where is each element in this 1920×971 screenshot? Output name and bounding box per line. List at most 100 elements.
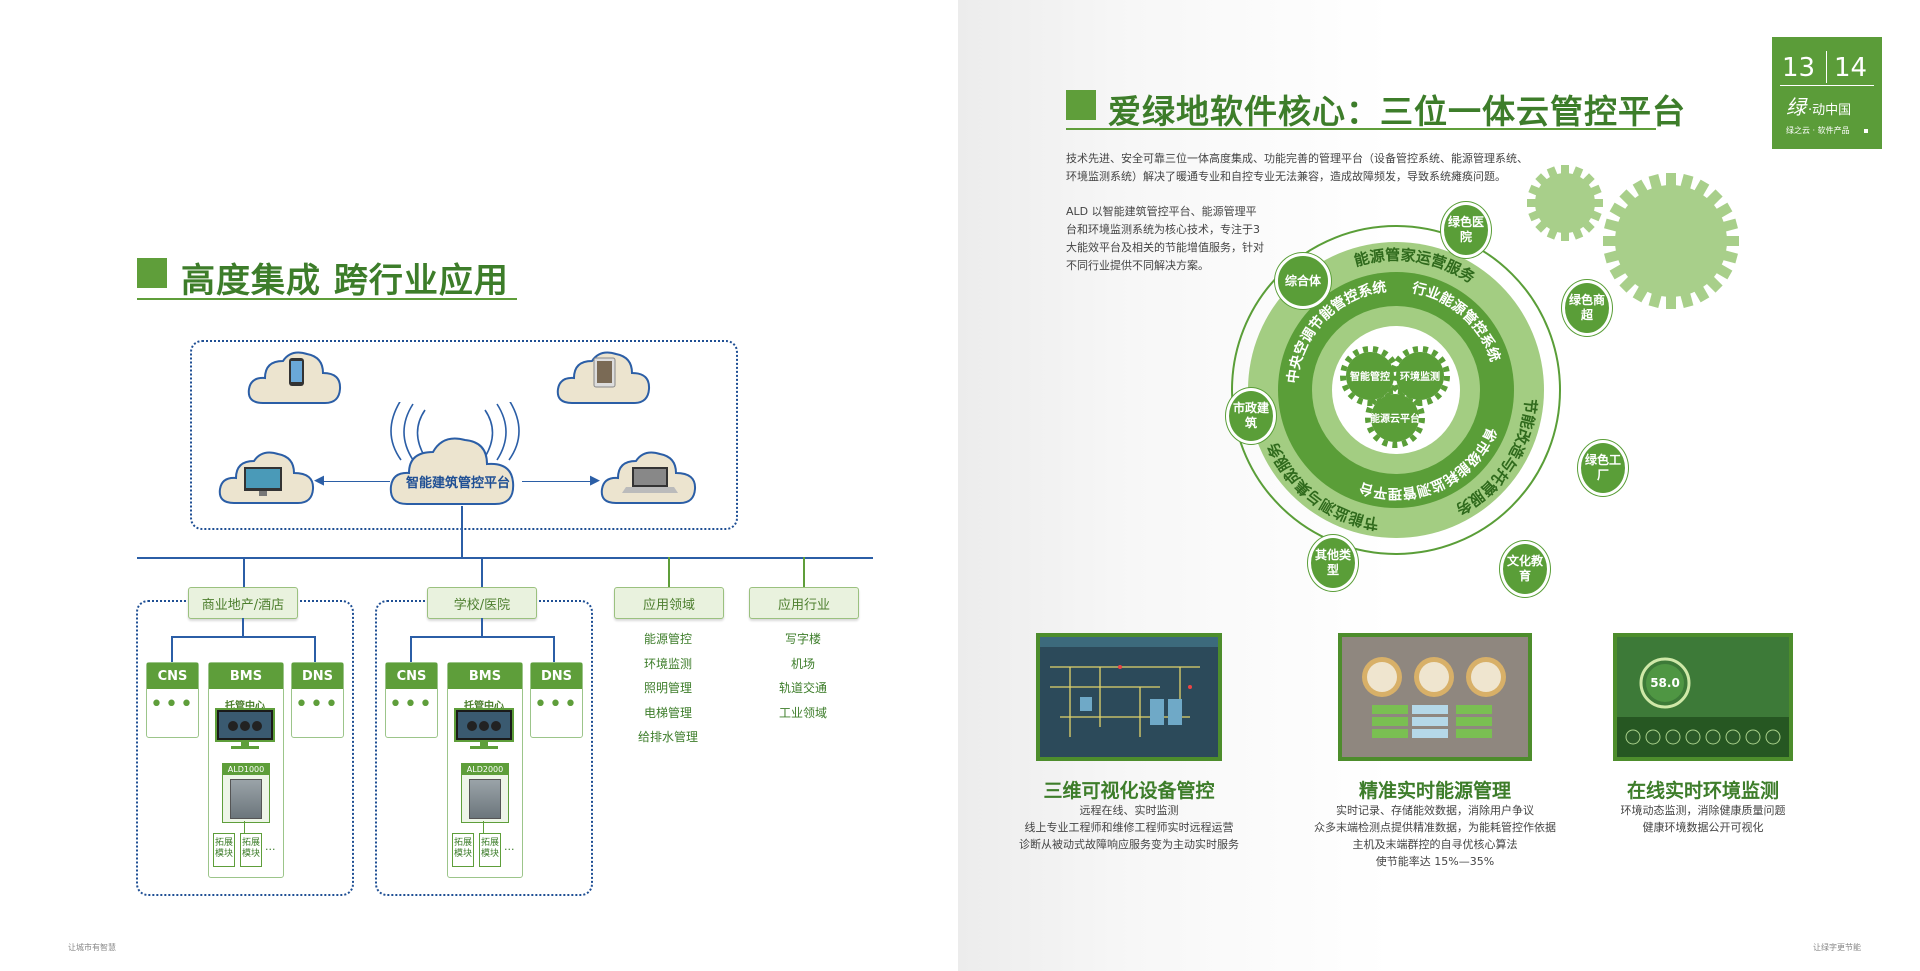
hvac-diagram-icon: [1040, 637, 1218, 737]
g1-stem: [242, 618, 244, 636]
group-commercial-label: 商业地产/酒店: [188, 587, 298, 619]
feature-2-title: 精准实时能源管理: [1358, 780, 1511, 802]
app-field-item: 能源管控: [643, 632, 692, 646]
platform-label: 智能建筑管控平台: [405, 476, 510, 491]
g2-stem: [481, 618, 483, 636]
app-field-item: 给排水管理: [637, 730, 698, 744]
energy-room-icon: [1342, 637, 1528, 757]
app-field-label: 应用领域: [614, 587, 724, 619]
feature-3-line: 健康环境数据公开可视化: [1642, 821, 1764, 834]
ring-node-factory: 绿色工厂: [1578, 440, 1628, 496]
decor-gear-large-icon: [1601, 171, 1741, 311]
ring-node-other: 其他类型: [1308, 535, 1358, 591]
g1-dns-label: DNS: [292, 663, 343, 689]
bus-line: [137, 557, 873, 559]
feature-3-desc: 环境动态监测，消除健康质量问题 健康环境数据公开可视化: [1598, 802, 1808, 836]
feature-2-desc: 实时记录、存储能效数据，消除用户争议 众多末端检测点提供精准数据，为能耗管控作依…: [1288, 802, 1582, 870]
badge-brand: 绿: [1786, 95, 1806, 119]
g2-module-1: 拓展模块: [452, 833, 474, 867]
ring-node-education: 文化教育: [1500, 541, 1550, 597]
right-footer: 让绿字更节能: [1813, 943, 1861, 952]
drop-2: [481, 557, 483, 587]
feature-1-desc: 远程在线、实时监测 线上专业工程师和维修工程师实时远程运营 诊断从被动式故障响应…: [1000, 802, 1258, 853]
g1-dns-dots: •••: [295, 692, 340, 717]
title-marker: [1066, 90, 1096, 120]
app-industry-list: 写字楼 机场 轨道交通 工业领域: [749, 627, 857, 725]
gear-label-2: 环境监测: [1400, 370, 1440, 383]
g1-module-2: 拓展模块: [240, 833, 262, 867]
ring-node-hospital: 绿色医院: [1441, 202, 1491, 258]
app-industry-item: 轨道交通: [778, 681, 827, 695]
g1-center-label: 托管中心: [225, 701, 265, 712]
g1-cns-label: CNS: [147, 663, 198, 689]
feature-3-title: 在线实时环境监测: [1626, 780, 1779, 802]
app-field-item: 照明管理: [643, 681, 692, 695]
badge-title: ·动中国: [1808, 103, 1852, 118]
g1-branch: [171, 636, 315, 638]
page-number-right: 14: [1834, 53, 1868, 83]
gear-label-1: 智能管控: [1350, 370, 1390, 383]
page-number-divider: [1826, 51, 1827, 83]
cloud-laptop: [600, 451, 697, 504]
app-field-item: 电梯管理: [643, 705, 692, 720]
right-page: 13 14 绿 ·动中国 绿之云 · 软件产品 爱绿地软件核心：三位一体云管控平…: [958, 0, 1920, 971]
g2-dns-card: DNS •••: [530, 662, 583, 738]
badge-sub: 绿之云 · 软件产品: [1786, 126, 1850, 135]
desc-paragraph: ALD 以智能建筑管控平台、能源管理平台和环境监测系统为核心技术，专注于3大能效…: [1066, 205, 1264, 272]
g1-bms-label: BMS: [209, 663, 283, 689]
feature-2-line: 使节能率达 15%—35%: [1375, 855, 1495, 868]
arrow-left-line: [322, 481, 390, 482]
left-page: 高度集成 跨行业应用 智能建筑管控平台 ◀ ▶: [0, 0, 958, 971]
arrow-right-line: [522, 481, 592, 482]
group-school-label: 学校/医院: [427, 587, 537, 619]
g2-dns-dots: •••: [534, 692, 579, 717]
env-monitor-icon: 58.0: [1617, 637, 1789, 757]
feature-1-line: 远程在线、实时监测: [1079, 804, 1179, 817]
badge-square-icon: [1864, 129, 1868, 133]
feature-2-line: 主机及末端群控的自寻优核心算法: [1352, 838, 1518, 851]
drop-3: [668, 557, 670, 587]
g2-device-label: ALD2000: [462, 764, 508, 775]
g2-b3: [553, 636, 555, 662]
left-footer: 让城市有智慧: [68, 943, 116, 952]
cloud-tablet: [556, 351, 651, 404]
g1-cns-card: CNS •••: [146, 662, 199, 738]
g2-cns-label: CNS: [386, 663, 437, 689]
feature-1-title: 三维可视化设备管控: [1043, 780, 1215, 802]
app-industry-item: 机场: [790, 656, 815, 671]
g2-dns-label: DNS: [531, 663, 582, 689]
left-title-rule: [137, 298, 517, 300]
feature-3-screen: 58.0: [1613, 633, 1793, 761]
wifi-signal-icon: [390, 402, 520, 461]
gear-label-3: 能源云平台: [1370, 412, 1420, 425]
core-ring-diagram: 能源管家运营服务 节能改造与托管服务 节能监测与集成服务 中央空调节能管控系统 …: [1231, 225, 1561, 555]
ring-node-complex: 综合体: [1275, 253, 1331, 309]
g2-cns-dots: •••: [389, 692, 434, 717]
feature-2-line: 众多末端检测点提供精准数据，为能耗管控作依据: [1314, 821, 1556, 834]
feature-3-line: 环境动态监测，消除健康质量问题: [1620, 804, 1786, 817]
title-marker: [137, 258, 167, 288]
intro-paragraph: 技术先进、安全可靠三位一体高度集成、功能完善的管理平台（设备管控系统、能源管理系…: [1066, 152, 1528, 183]
page-badge: 13 14 绿 ·动中国 绿之云 · 软件产品: [1772, 37, 1882, 149]
g1-module-1: 拓展模块: [213, 833, 235, 867]
g2-dev-link: [483, 821, 484, 833]
g1-dns-card: DNS •••: [291, 662, 344, 738]
app-industry-item: 写字楼: [784, 632, 821, 646]
left-title: 高度集成 跨行业应用: [181, 261, 509, 301]
feature-1-line: 诊断从被动式故障响应服务变为主动实时服务: [1019, 838, 1239, 851]
feature-2-screen: [1338, 633, 1532, 761]
ring-node-mall: 绿色商超: [1562, 280, 1612, 336]
right-title: 爱绿地软件核心：三位一体云管控平台: [1108, 92, 1686, 131]
feature-1-line: 线上专业工程师和维修工程师实时远程运营: [1024, 821, 1234, 834]
g1-b1: [171, 636, 173, 662]
app-field-list: 能源管控 环境监测 照明管理 电梯管理 给排水管理: [614, 627, 722, 750]
g1-dev-link: [244, 821, 245, 833]
g1-device-label: ALD1000: [223, 764, 269, 775]
g1-cns-dots: •••: [150, 692, 195, 717]
env-value: 58.0: [1650, 676, 1680, 690]
g1-device-icon: [230, 779, 262, 819]
cloud-phone: [247, 351, 342, 404]
app-industry-label: 应用行业: [749, 587, 859, 619]
g2-module-2: 拓展模块: [479, 833, 501, 867]
g2-module-ellipsis: ...: [504, 840, 515, 853]
